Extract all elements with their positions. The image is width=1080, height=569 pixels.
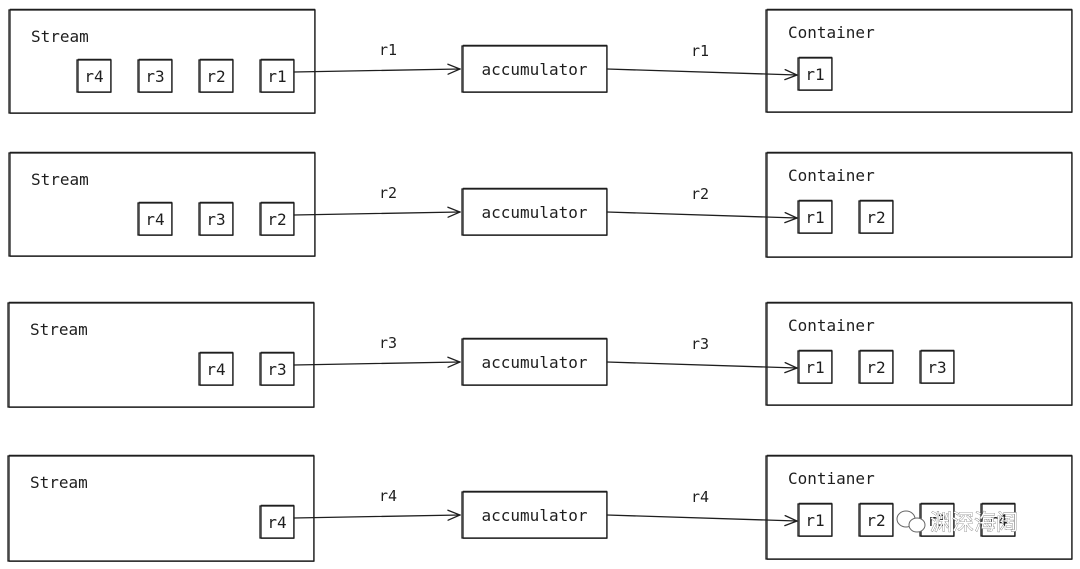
stream-box: Stream r4 r3 <box>7 301 315 408</box>
container-item-label: r1 <box>805 511 824 530</box>
stream-item: r4 <box>198 351 234 386</box>
watermark: 渊深海阔 <box>896 510 1018 536</box>
input-arrow-label: r1 <box>379 41 397 59</box>
container-item: r1 <box>797 349 833 384</box>
container-label: Contianer <box>788 469 875 488</box>
stream-item-label: r4 <box>206 360 225 379</box>
container-item: r1 <box>797 502 833 537</box>
row-3: Stream r4 r3 accumulator r3 Container r1 r2 r3 r3 <box>7 301 1073 408</box>
stream-item: r2 <box>259 201 295 236</box>
output-arrow <box>606 68 797 75</box>
output-arrow-label: r1 <box>691 42 709 60</box>
output-arrow-label: r3 <box>691 335 709 353</box>
container-item-label: r1 <box>805 358 824 377</box>
accumulator-label: accumulator <box>482 353 588 372</box>
container-item: r2 <box>858 502 894 537</box>
stream-item-label: r2 <box>206 67 225 86</box>
input-arrow <box>293 515 460 518</box>
stream-label: Stream <box>30 473 88 492</box>
accumulator-label: accumulator <box>482 506 588 525</box>
stream-box: Stream r4 <box>7 454 315 562</box>
output-arrow-label: r4 <box>691 488 709 506</box>
stream-item: r4 <box>259 504 295 539</box>
stream-item-label: r4 <box>145 210 164 229</box>
input-arrow <box>293 69 460 72</box>
wechat-icon <box>896 510 926 533</box>
container-item-label: r1 <box>805 208 824 227</box>
container-box: Contianer r1 r2 r3 r4 <box>765 454 1073 560</box>
watermark-text: 渊深海阔 <box>930 511 1018 536</box>
output-arrow-label: r2 <box>691 185 709 203</box>
stream-label: Stream <box>31 170 89 189</box>
container-item-label: r2 <box>866 358 885 377</box>
container-item-label: r1 <box>805 65 824 84</box>
stream-item-label: r2 <box>267 210 286 229</box>
accumulator-label: accumulator <box>482 203 588 222</box>
container-item: r4 <box>980 502 1016 537</box>
input-arrow <box>293 362 460 365</box>
accumulator-box: accumulator <box>461 490 608 539</box>
container-item-label: r4 <box>988 511 1007 530</box>
accumulator-box: accumulator <box>461 44 608 93</box>
container-label: Container <box>788 316 875 335</box>
stream-item: r4 <box>76 58 112 93</box>
stream-label: Stream <box>31 27 89 46</box>
container-item: r3 <box>919 349 955 384</box>
accumulator-box: accumulator <box>461 187 608 236</box>
stream-item-label: r3 <box>206 210 225 229</box>
row-1: Stream r4 r3 r2 r1 accumulator r1 Container r1 r1 <box>8 8 1073 114</box>
row-2: Stream r4 r3 r2 accumulator r2 Container r1 r2 r2 <box>8 151 1073 258</box>
container-item-label: r3 <box>927 511 946 530</box>
stream-item-label: r4 <box>84 67 103 86</box>
container-box: Container r1 <box>765 8 1073 113</box>
container-item: r2 <box>858 349 894 384</box>
container-item: r2 <box>858 199 894 234</box>
accumulator-box: accumulator <box>461 337 608 386</box>
stream-item-label: r4 <box>267 513 286 532</box>
stream-box: Stream r4 r3 r2 r1 <box>8 8 316 114</box>
output-arrow <box>606 211 797 218</box>
accumulator-label: accumulator <box>482 60 588 79</box>
container-item: r1 <box>797 199 833 234</box>
container-box: Container r1 r2 <box>765 151 1073 258</box>
stream-item: r3 <box>137 58 173 93</box>
row-4: Stream r4 accumulator r4 Contianer r1 r2 r3 r4 r4 <box>7 454 1073 562</box>
input-arrow-label: r3 <box>379 334 397 352</box>
stream-item: r3 <box>259 351 295 386</box>
container-label: Container <box>788 166 875 185</box>
stream-item-label: r3 <box>267 360 286 379</box>
container-item-label: r3 <box>927 358 946 377</box>
stream-item: r1 <box>259 58 295 93</box>
output-arrow <box>606 361 797 368</box>
container-box: Container r1 r2 r3 <box>765 301 1073 406</box>
output-arrow <box>606 514 797 521</box>
container-item: r1 <box>797 56 833 91</box>
stream-label: Stream <box>30 320 88 339</box>
container-item: r3 <box>919 502 955 537</box>
stream-item: r2 <box>198 58 234 93</box>
input-arrow <box>293 212 460 215</box>
container-label: Container <box>788 23 875 42</box>
input-arrow-label: r4 <box>379 487 397 505</box>
stream-item-label: r3 <box>145 67 164 86</box>
container-item-label: r2 <box>866 208 885 227</box>
stream-item-label: r1 <box>267 67 286 86</box>
container-item-label: r2 <box>866 511 885 530</box>
stream-box: Stream r4 r3 r2 <box>8 151 316 257</box>
input-arrow-label: r2 <box>379 184 397 202</box>
stream-item: r3 <box>198 201 234 236</box>
stream-item: r4 <box>137 201 173 236</box>
